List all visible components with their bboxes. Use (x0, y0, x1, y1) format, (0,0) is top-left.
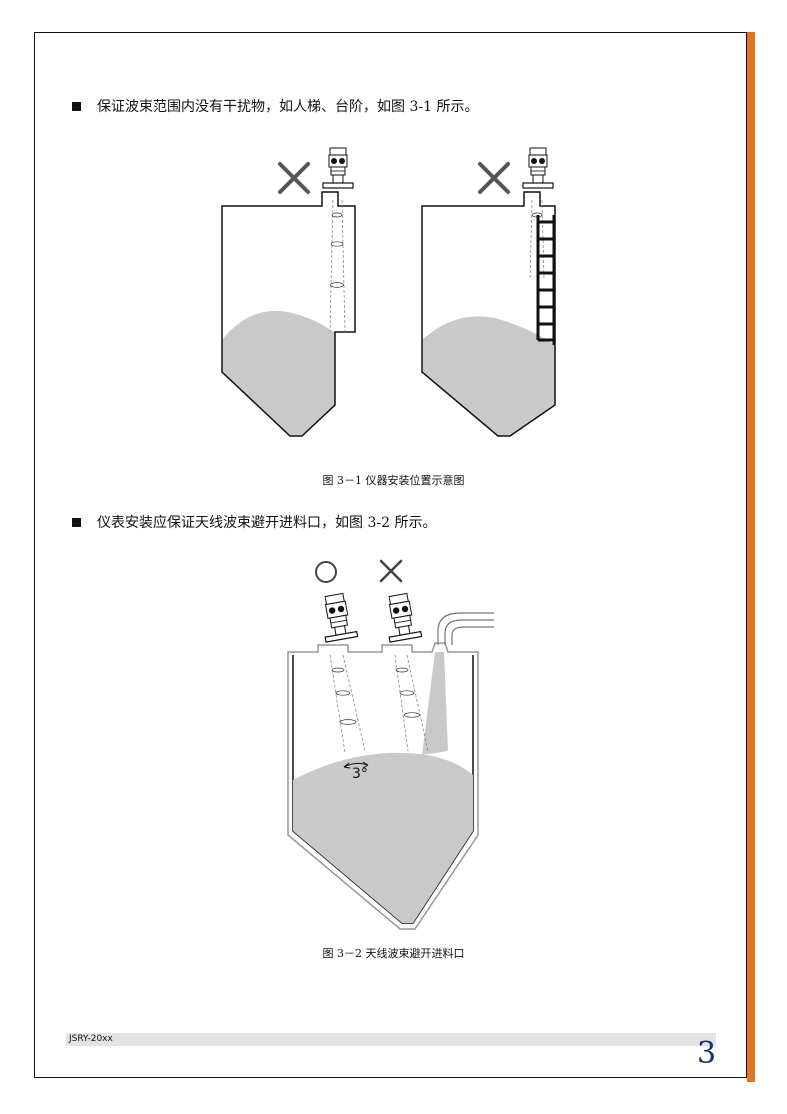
figure-caption-3-1: 图 3－1 仪器安装位置示意图 (322, 474, 465, 487)
wrong-cross-icon (278, 162, 310, 194)
page-number: 3 (697, 1036, 717, 1071)
correct-circle-icon (315, 561, 337, 583)
bullet-square-icon (72, 101, 81, 111)
silo-left (221, 147, 356, 437)
bullet-text-2: 仪表安装应保证天线波束避开进料口，如图 3-2 所示。 (97, 515, 437, 531)
bullet-text-1: 保证波束范围内没有干扰物，如人梯、台阶，如图 3-1 所示。 (97, 99, 479, 115)
bullet-item-1: 保证波束范围内没有干扰物，如人梯、台阶，如图 3-1 所示。 (72, 96, 478, 116)
footer-doc-code: JSRY-20xx (69, 1034, 113, 1044)
wrong-cross-icon (379, 559, 403, 583)
figure-caption-3-2: 图 3－2 天线波束避开进料口 (322, 947, 465, 960)
ladder (536, 215, 556, 345)
silo-feed (287, 591, 494, 930)
footer-band (66, 1033, 716, 1046)
page-frame (34, 32, 747, 1078)
accent-bar (747, 32, 755, 1082)
bullet-square-icon (72, 517, 81, 527)
figure-3-1 (221, 147, 556, 437)
angle-label: 3° (352, 766, 368, 782)
figure-3-2 (287, 559, 494, 930)
wrong-cross-icon (478, 162, 510, 194)
bullet-item-2: 仪表安装应保证天线波束避开进料口，如图 3-2 所示。 (72, 512, 436, 532)
silo-right (421, 147, 556, 437)
